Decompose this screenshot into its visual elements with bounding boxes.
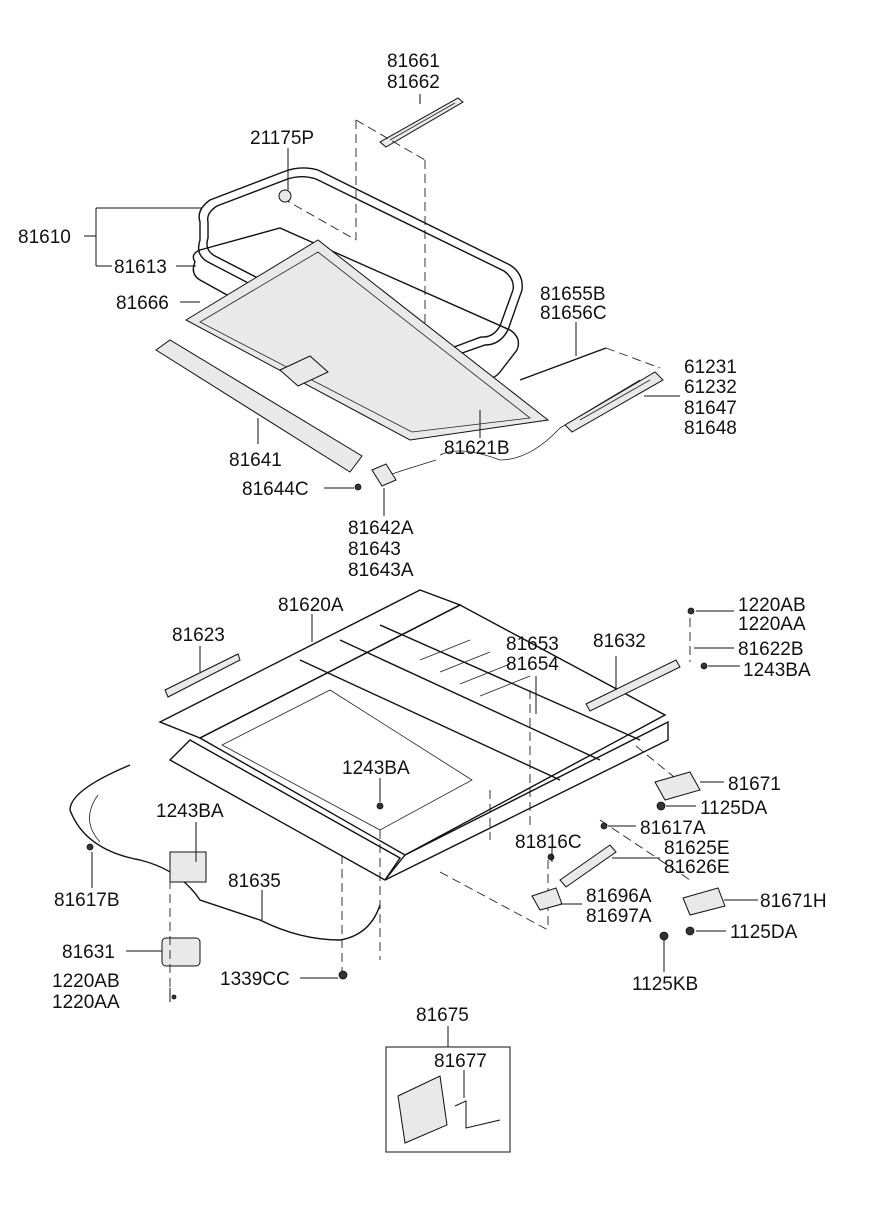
label-81621b: 81621B [444, 438, 510, 459]
label-81671h: 81671H [760, 891, 827, 912]
label-81622b: 81622B [738, 639, 804, 660]
label-81648: 81648 [684, 418, 737, 439]
label-81643a: 81643A [348, 560, 414, 581]
label-81620a: 81620A [278, 595, 344, 616]
label-1243ba-right: 1243BA [743, 660, 811, 681]
label-81641: 81641 [229, 450, 282, 471]
label-81631: 81631 [62, 942, 115, 963]
label-1243ba-left: 1243BA [156, 801, 224, 822]
motor-part [161, 851, 207, 1000]
sunshade-part [155, 239, 550, 473]
part-labels: 81661 81662 21175P 81610 81613 81666 816… [18, 51, 827, 1072]
label-81653: 81653 [506, 634, 559, 655]
label-61232: 61232 [684, 377, 737, 398]
label-81617a: 81617A [640, 818, 706, 839]
label-81625e: 81625E [664, 838, 730, 859]
guide-rail-part [564, 371, 664, 433]
label-21175p: 21175P [250, 128, 314, 149]
label-81654: 81654 [506, 654, 559, 675]
label-81642a: 81642A [348, 518, 414, 539]
label-81697a: 81697A [586, 906, 652, 927]
label-1220ab-bottom: 1220AB [52, 971, 120, 992]
label-1125kb: 1125KB [632, 974, 698, 995]
label-81677: 81677 [434, 1051, 487, 1072]
label-1220ab-top: 1220AB [738, 595, 806, 616]
label-81671: 81671 [728, 774, 781, 795]
label-81816c: 81816C [515, 832, 582, 853]
label-1220aa-bottom: 1220AA [52, 992, 120, 1013]
label-81655b: 81655B [540, 284, 606, 305]
label-81643: 81643 [348, 539, 401, 560]
label-81610: 81610 [18, 227, 71, 248]
label-81661: 81661 [387, 51, 440, 72]
label-1220aa-top: 1220AA [738, 614, 806, 635]
label-81613: 81613 [114, 257, 167, 278]
label-81626e: 81626E [664, 857, 730, 878]
frame-assembly [69, 589, 726, 1000]
label-1339cc: 1339CC [220, 969, 290, 990]
label-1125da-lower: 1125DA [730, 922, 798, 943]
leader-lines [84, 94, 758, 1098]
label-81635: 81635 [228, 871, 281, 892]
tool-kit-box [385, 1046, 511, 1153]
label-81656c: 81656C [540, 303, 607, 324]
label-81644c: 81644C [242, 479, 309, 500]
label-81675: 81675 [416, 1005, 469, 1026]
upper-assembly [155, 97, 664, 491]
label-81666: 81666 [116, 293, 169, 314]
label-1243ba-mid: 1243BA [342, 758, 410, 779]
deflector-strip-part [379, 97, 464, 148]
label-81696a: 81696A [586, 886, 652, 907]
label-61231: 61231 [684, 357, 737, 378]
label-81623: 81623 [172, 625, 225, 646]
label-81647: 81647 [684, 398, 737, 419]
label-81662: 81662 [387, 72, 440, 93]
label-81617b: 81617B [54, 890, 120, 911]
label-81632: 81632 [593, 631, 646, 652]
label-1125da-upper: 1125DA [700, 798, 768, 819]
